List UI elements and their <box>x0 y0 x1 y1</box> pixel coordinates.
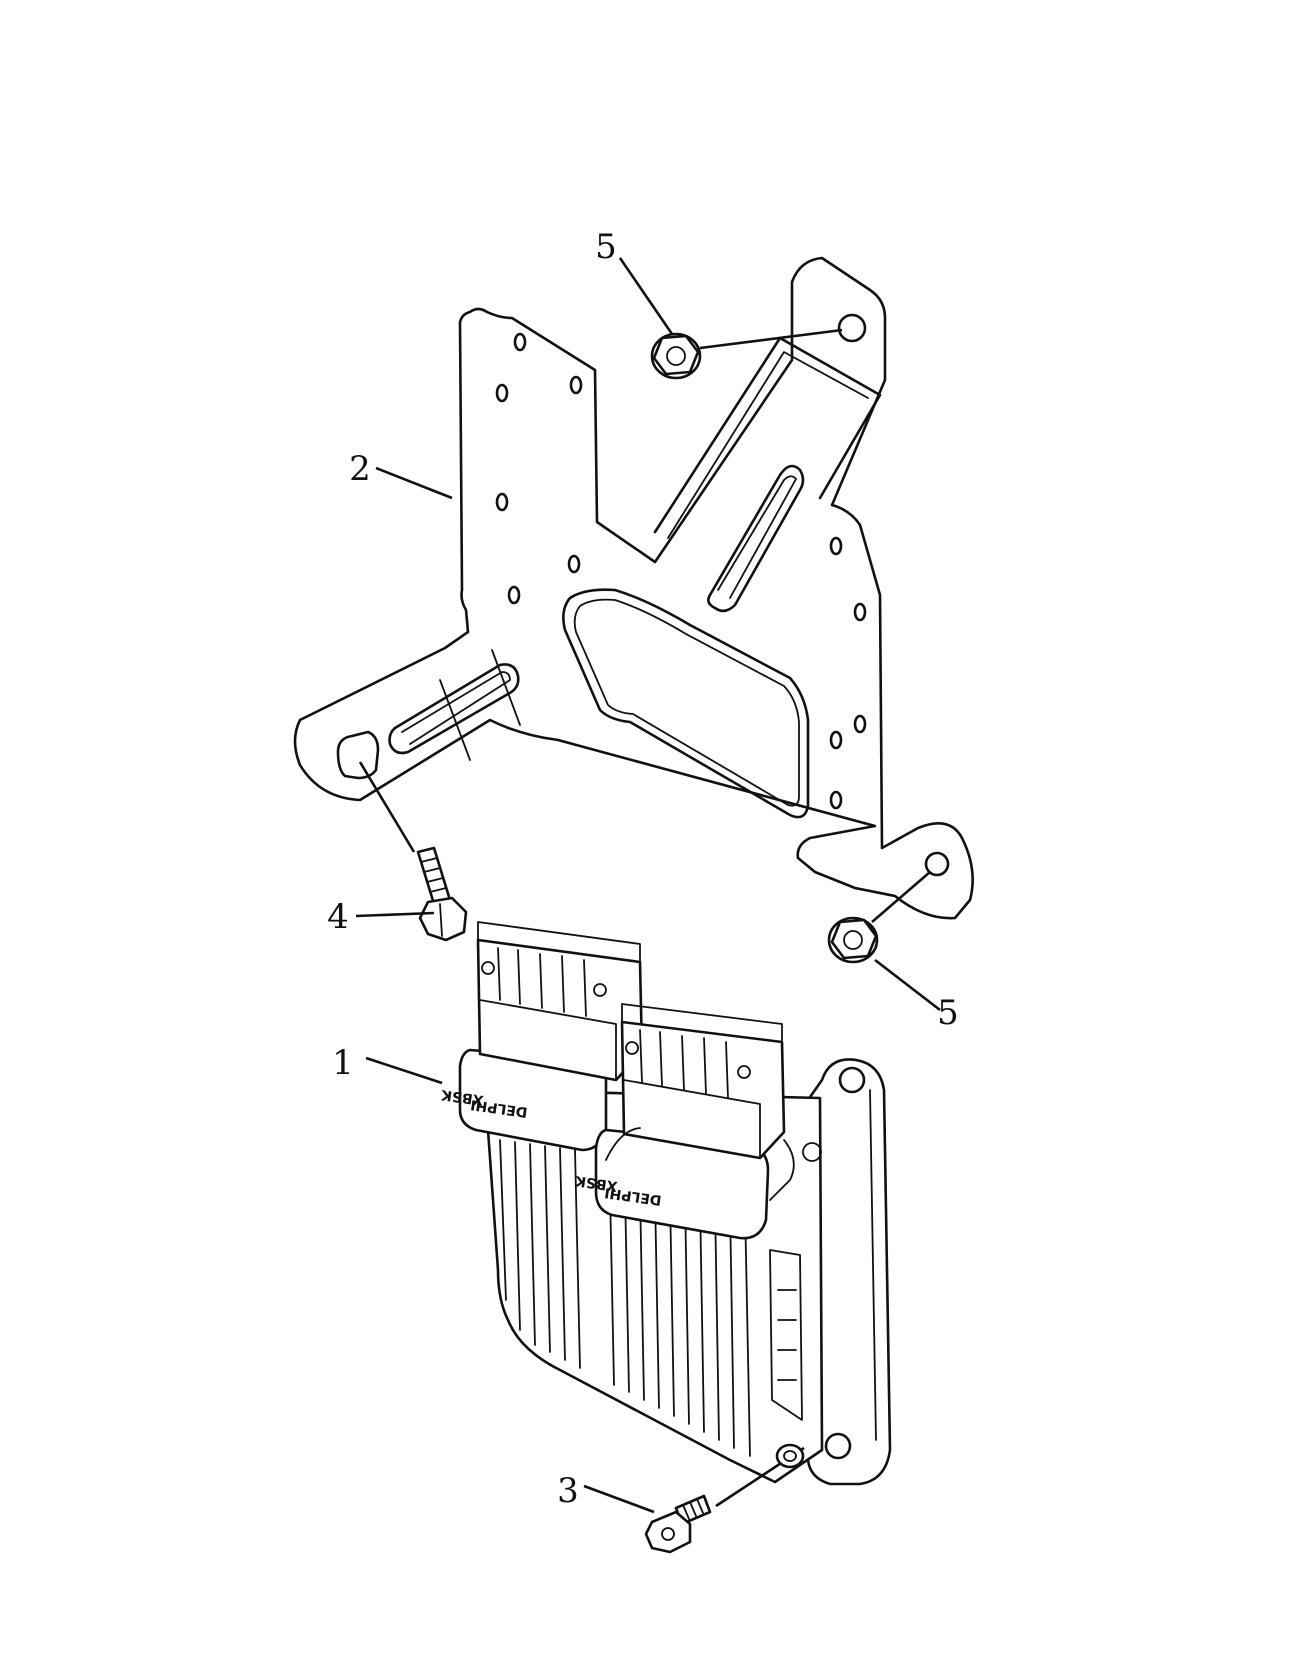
callout-5-upper: 5 <box>595 227 617 267</box>
callout-1: 1 <box>332 1043 354 1083</box>
control-module: DELPHI XBSK DELPHI XBSK <box>439 921 892 1486</box>
cooling-fins <box>499 1139 751 1457</box>
leader-2 <box>375 466 453 500</box>
module-brand-left: DELPHI <box>470 1096 529 1120</box>
module-brand-right: DELPHI <box>604 1184 663 1208</box>
leader-4-upper <box>358 761 416 853</box>
flange-nut-lower <box>827 916 879 964</box>
module-mark-left: XBSK <box>439 1086 484 1108</box>
callout-4: 4 <box>327 897 349 937</box>
leader-5-upper <box>699 328 843 350</box>
bolt-4 <box>416 846 468 942</box>
leader-4-label <box>355 911 435 918</box>
flange-nut-upper <box>650 332 702 380</box>
leader-1 <box>365 1056 443 1085</box>
mounting-bracket <box>293 256 974 920</box>
callout-5-lower: 5 <box>937 993 959 1033</box>
bolt-3 <box>644 1494 712 1554</box>
module-mark-right: XBSK <box>573 1172 618 1194</box>
callout-3: 3 <box>557 1471 579 1511</box>
leader-5-lower-label <box>874 958 941 1012</box>
leader-5-upper-label <box>618 257 674 335</box>
leader-3-label <box>583 1484 655 1514</box>
bolt-3-washer <box>775 1443 805 1469</box>
leader-5-lower <box>871 871 931 923</box>
callout-2: 2 <box>349 449 371 489</box>
